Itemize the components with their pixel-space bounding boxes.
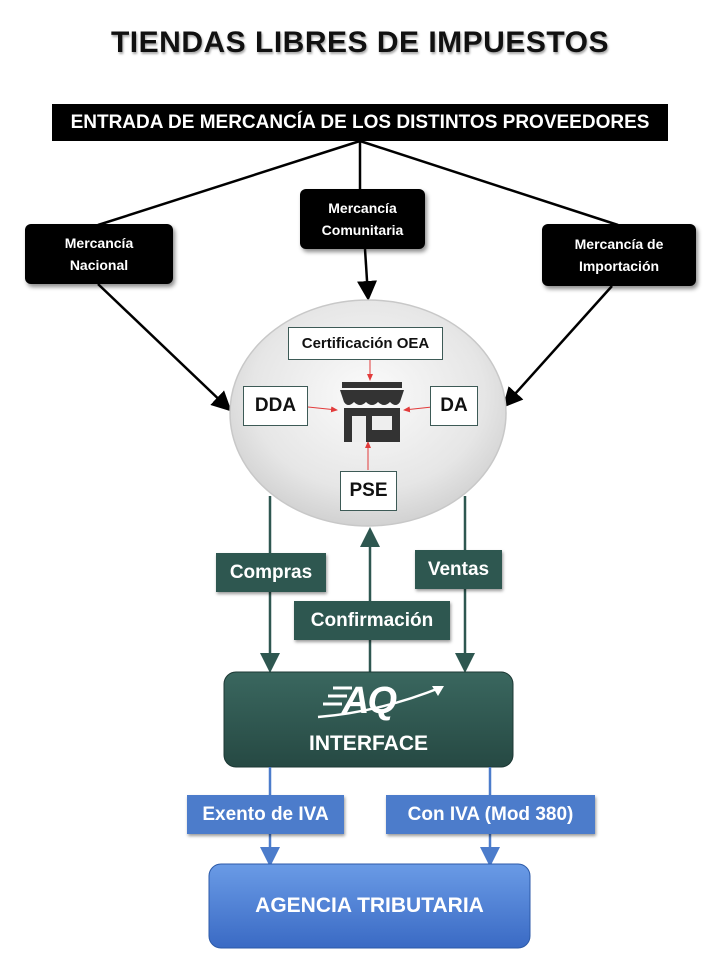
agency-label: AGENCIA TRIBUTARIA xyxy=(255,894,484,917)
aq-logo-icon xyxy=(317,685,444,719)
header-bar: ENTRADA DE MERCANCÍA DE LOS DISTINTOS PR… xyxy=(52,104,668,141)
da-box: DA xyxy=(430,386,478,426)
source-nacional: Mercancía Nacional xyxy=(25,224,173,284)
page-title: TIENDAS LIBRES DE IMPUESTOS xyxy=(110,26,609,59)
dda-box: DDA xyxy=(243,386,308,426)
interface-label: INTERFACE xyxy=(308,732,428,755)
confirmacion-label: Confirmación xyxy=(294,601,450,640)
certificacion-oea-box: Certificación OEA xyxy=(288,327,443,360)
con-iva-label: Con IVA (Mod 380) xyxy=(386,795,595,834)
interface-box xyxy=(223,671,514,768)
pse-box: PSE xyxy=(340,471,397,511)
source-importacion: Mercancía de Importación xyxy=(542,224,696,286)
compras-label: Compras xyxy=(216,553,326,592)
source-comunitaria: Mercancía Comunitaria xyxy=(300,189,425,249)
ventas-label: Ventas xyxy=(415,550,502,589)
aq-logo-text: AQ xyxy=(342,679,397,722)
exento-iva-label: Exento de IVA xyxy=(187,795,344,834)
store-icon xyxy=(340,382,404,442)
agency-box xyxy=(208,863,531,949)
